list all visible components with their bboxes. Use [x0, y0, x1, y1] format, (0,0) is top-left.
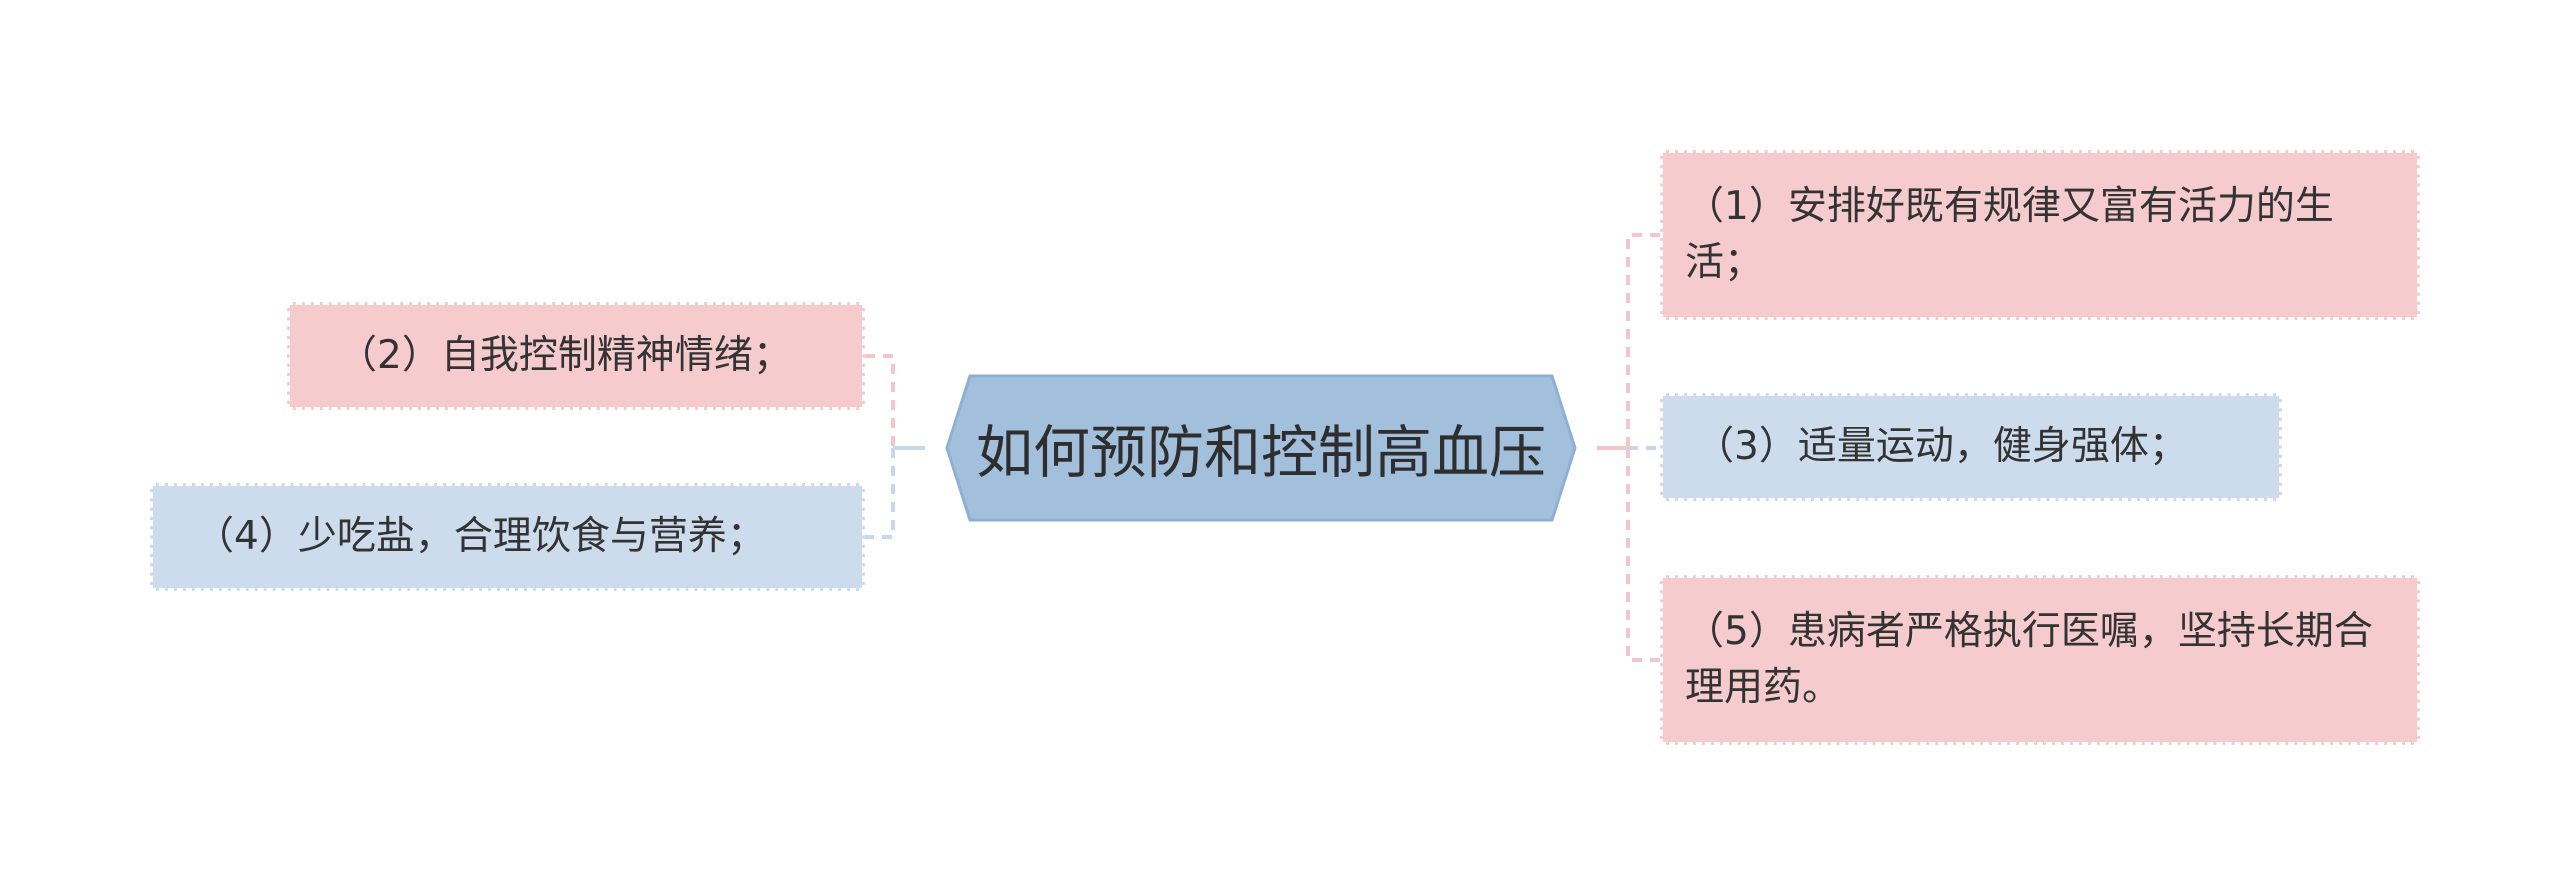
branch-node-5[interactable]: （5）患病者严格执行医嘱，坚持长期合理用药。 [1660, 575, 2420, 745]
branch-node-2[interactable]: （2）自我控制精神情绪； [287, 302, 865, 410]
branch-node-1-label: （1）安排好既有规律又富有活力的生活； [1685, 184, 2334, 285]
connector-right-bracket-top [1626, 233, 1660, 448]
branch-node-4-label: （4）少吃盐，合理饮食与营养； [195, 514, 766, 559]
branch-node-5-label: （5）患病者严格执行医嘱，坚持长期合理用药。 [1685, 609, 2373, 710]
branch-node-2-label: （2）自我控制精神情绪； [338, 333, 792, 378]
branch-node-3[interactable]: （3）适量运动，健身强体； [1660, 393, 2282, 501]
central-topic-shape [945, 374, 1577, 522]
connector-left-node-4 [865, 448, 895, 539]
central-topic-hexagon [945, 374, 1577, 522]
branch-node-1[interactable]: （1）安排好既有规律又富有活力的生活； [1660, 150, 2420, 320]
connector-right-bracket-bottom [1626, 448, 1660, 662]
central-topic-label: 如何预防和控制高血压 [976, 420, 1546, 486]
central-topic[interactable]: 如何预防和控制高血压 [925, 374, 1597, 522]
connector-left-node-2 [865, 354, 895, 448]
branch-node-4[interactable]: （4）少吃盐，合理饮食与营养； [150, 483, 865, 591]
branch-node-3-label: （3）适量运动，健身强体； [1695, 424, 2188, 469]
